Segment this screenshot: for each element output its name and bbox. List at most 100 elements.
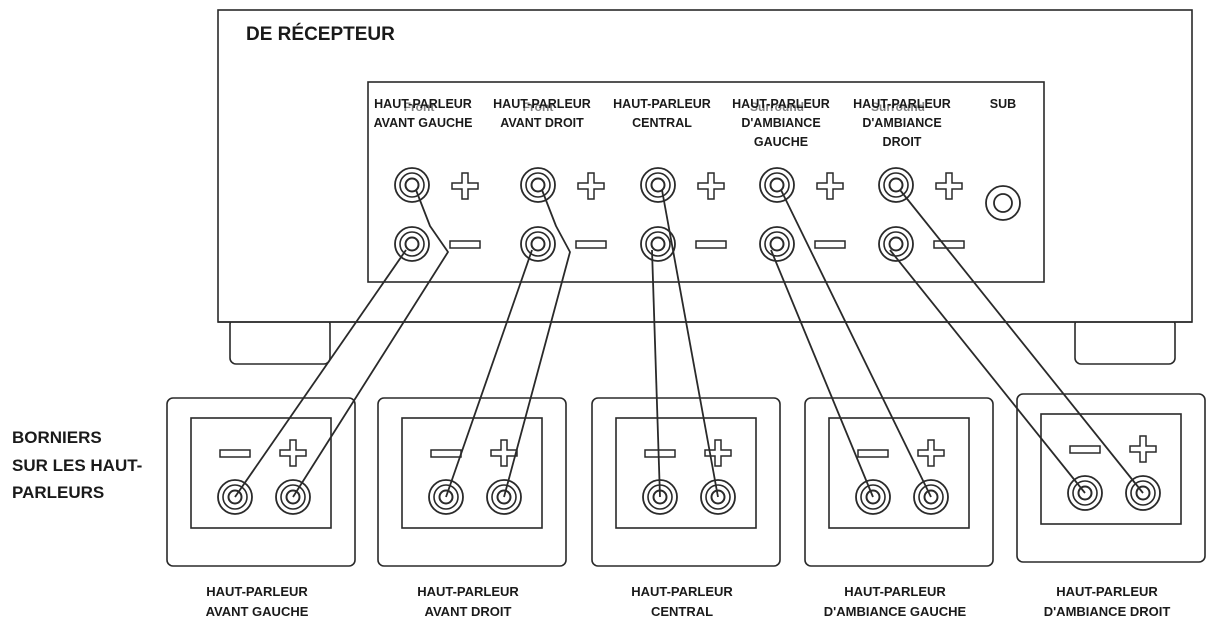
speaker-box-inner	[1040, 413, 1182, 525]
speaker-terminals-label: BORNIERS SUR LES HAUT- PARLEURS	[12, 428, 142, 502]
speaker-box-1: HAUT-PARLEUR AVANT GAUCHE	[166, 397, 356, 619]
wire-plus	[780, 189, 932, 498]
speaker-box-5: HAUT-PARLEUR D'AMBIANCE DROIT	[1016, 393, 1206, 619]
plus-sign-icon	[1129, 435, 1157, 463]
receiver-channel-label: GAUCHE	[754, 135, 808, 149]
minus-sign-icon	[644, 449, 676, 458]
receiver-channel-ghost-label: Surround	[871, 100, 925, 114]
wire-minus	[770, 249, 874, 498]
plus-sign-icon	[704, 439, 732, 467]
receiver-channel-ghost-label: Front	[523, 100, 554, 114]
wire-plus	[661, 189, 719, 498]
sub-label: SUB	[990, 97, 1016, 111]
side-label-line-2: SUR LES HAUT-	[12, 456, 142, 475]
minus-sign-icon	[695, 240, 727, 249]
receiver-minus-terminal	[878, 226, 914, 262]
plus-sign-icon	[697, 172, 725, 200]
receiver-minus-terminal	[640, 226, 676, 262]
receiver-channel-label: AVANT GAUCHE	[374, 116, 473, 130]
receiver-minus-terminal-post	[404, 236, 420, 252]
receiver-minus-terminal-post	[650, 236, 666, 252]
speaker-minus-terminal	[217, 479, 253, 515]
speaker-wires	[234, 189, 1144, 498]
receiver-plus-terminal	[878, 167, 914, 203]
speaker-box-inner	[828, 417, 970, 529]
wire-minus	[445, 249, 533, 498]
receiver-plus-terminal	[520, 167, 556, 203]
receiver-channel-label: DROIT	[883, 135, 922, 149]
speaker-label: HAUT-PARLEUR	[417, 584, 519, 599]
receiver-channel-5: HAUT-PARLEUR D'AMBIANCE DROIT Surround	[853, 97, 965, 262]
speaker-label: HAUT-PARLEUR	[206, 584, 308, 599]
receiver-minus-terminal-post	[530, 236, 546, 252]
speaker-label: D'AMBIANCE DROIT	[1044, 604, 1171, 619]
wire-minus	[234, 249, 407, 498]
plus-sign-icon	[279, 439, 307, 467]
receiver-channel-label: HAUT-PARLEUR	[493, 97, 591, 111]
minus-sign-icon	[933, 240, 965, 249]
receiver-channel-label: HAUT-PARLEUR	[853, 97, 951, 111]
receiver-channel-label: HAUT-PARLEUR	[732, 97, 830, 111]
receiver-channel-label: HAUT-PARLEUR	[374, 97, 472, 111]
receiver-plus-terminal-post	[888, 177, 904, 193]
speaker-label: HAUT-PARLEUR	[631, 584, 733, 599]
speaker-box-inner	[401, 417, 543, 529]
speaker-label: AVANT DROIT	[425, 604, 512, 619]
receiver-minus-terminal	[759, 226, 795, 262]
wire-plus	[292, 189, 449, 498]
receiver-minus-terminal	[394, 226, 430, 262]
wire-plus	[503, 189, 571, 498]
receiver-plus-terminal-post	[650, 177, 666, 193]
minus-sign-icon	[1069, 445, 1101, 454]
terminal-panel	[367, 81, 1045, 283]
receiver-channel-label: D'AMBIANCE	[862, 116, 941, 130]
receiver-feet-right	[1074, 317, 1176, 365]
minus-sign-icon	[857, 449, 889, 458]
sub-jack-inner	[993, 193, 1013, 213]
receiver-plus-terminal	[640, 167, 676, 203]
receiver-plus-terminal-post	[530, 177, 546, 193]
speaker-box-inner	[190, 417, 332, 529]
receiver-plus-terminal	[759, 167, 795, 203]
minus-sign-icon	[449, 240, 481, 249]
plus-sign-icon	[577, 172, 605, 200]
receiver-channel-ghost-label: Front	[404, 100, 435, 114]
wire-minus	[889, 249, 1086, 494]
receiver-minus-terminal-post	[769, 236, 785, 252]
receiver-minus-terminal-post	[888, 236, 904, 252]
receiver-channel-2: HAUT-PARLEUR AVANT DROIT Front	[493, 97, 607, 262]
speaker-label: HAUT-PARLEUR	[1056, 584, 1158, 599]
receiver-channel-1: HAUT-PARLEUR AVANT GAUCHE Front	[374, 97, 481, 262]
plus-sign-icon	[816, 172, 844, 200]
minus-sign-icon	[430, 449, 462, 458]
receiver-plus-terminal-post	[404, 177, 420, 193]
plus-sign-icon	[451, 172, 479, 200]
wire-minus	[651, 249, 661, 498]
plus-sign-icon	[935, 172, 963, 200]
wire-plus	[899, 189, 1144, 494]
plus-sign-icon	[917, 439, 945, 467]
side-label-line-3: PARLEURS	[12, 483, 104, 502]
side-label-line-1: BORNIERS	[12, 428, 102, 447]
minus-sign-icon	[575, 240, 607, 249]
receiver-plus-terminal	[394, 167, 430, 203]
receiver-minus-terminal	[520, 226, 556, 262]
receiver-channel-label: HAUT-PARLEUR	[613, 97, 711, 111]
minus-sign-icon	[814, 240, 846, 249]
receiver-channel-label: D'AMBIANCE	[741, 116, 820, 130]
receiver-channel-label: AVANT DROIT	[500, 116, 584, 130]
receiver-sub-output: SUB	[985, 97, 1021, 221]
receiver-plus-terminal-post	[769, 177, 785, 193]
speaker-label: D'AMBIANCE GAUCHE	[824, 604, 967, 619]
speaker-box-inner	[615, 417, 757, 529]
speaker-box-3: HAUT-PARLEUR CENTRAL	[591, 397, 781, 619]
speaker-label: AVANT GAUCHE	[206, 604, 309, 619]
speaker-label: CENTRAL	[651, 604, 713, 619]
minus-sign-icon	[219, 449, 251, 458]
receiver-channel-label: CENTRAL	[632, 116, 692, 130]
plus-sign-icon	[490, 439, 518, 467]
